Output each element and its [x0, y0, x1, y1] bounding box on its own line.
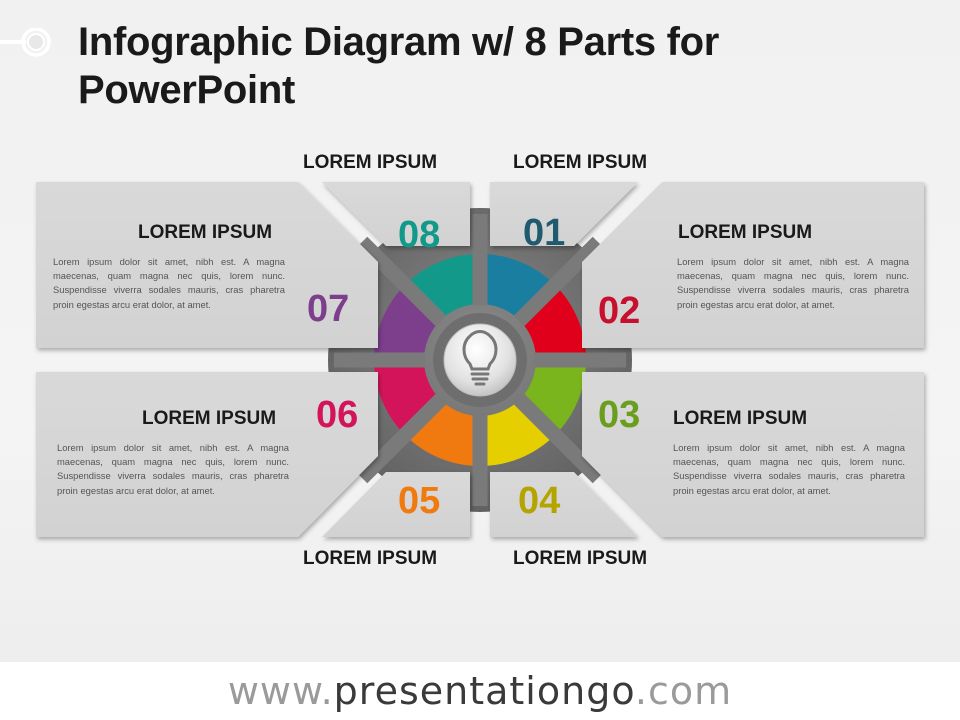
box-04: [490, 472, 638, 537]
footer-suffix: .com: [634, 669, 733, 713]
segment-04: [480, 399, 555, 467]
segment-07: [373, 285, 441, 360]
heading-06: LOREM IPSUM: [142, 408, 277, 429]
box-06: [36, 372, 378, 537]
number-03: 03: [598, 394, 641, 436]
number-05: 05: [398, 480, 441, 522]
label-04: LOREM IPSUM: [513, 548, 648, 569]
footer-prefix: www.: [227, 669, 334, 713]
number-06: 06: [316, 394, 359, 436]
segment-02: [519, 285, 586, 360]
segment-06: [373, 360, 441, 435]
heading-07: LOREM IPSUM: [138, 222, 273, 243]
number-02: 02: [598, 290, 641, 332]
segment-01: [480, 253, 555, 321]
footer-brand: presentationgo: [333, 669, 635, 713]
body-03: Lorem ipsum dolor sit amet, nibh est. A …: [673, 442, 905, 496]
box-03: [582, 372, 924, 537]
body-02: Lorem ipsum dolor sit amet, nibh est. A …: [677, 256, 909, 310]
box-01: [490, 182, 638, 246]
title-decoration-icon: [0, 28, 51, 57]
body-06: Lorem ipsum dolor sit amet, nibh est. A …: [57, 442, 289, 496]
label-08: LOREM IPSUM: [303, 152, 438, 173]
box-08: [322, 182, 470, 246]
box-07: [36, 182, 378, 348]
label-05: LOREM IPSUM: [303, 548, 438, 569]
label-01: LOREM IPSUM: [513, 152, 648, 173]
footer-url[interactable]: www.presentationgo.com: [0, 662, 960, 720]
spokes: [334, 214, 626, 506]
color-ring: [373, 253, 586, 467]
page-title: Infographic Diagram w/ 8 Parts for Power…: [78, 20, 720, 112]
segment-03: [519, 360, 586, 435]
lightbulb-icon: [462, 330, 498, 386]
box-05: [322, 472, 470, 537]
center-ball: [443, 323, 517, 397]
box-02: [582, 182, 924, 348]
heading-02: LOREM IPSUM: [678, 222, 813, 243]
segment-05: [405, 399, 480, 467]
eight-part-diagram: [36, 182, 924, 537]
number-01: 01: [523, 212, 566, 254]
body-07: Lorem ipsum dolor sit amet, nibh est. A …: [53, 256, 285, 310]
number-04: 04: [518, 480, 561, 522]
segment-08: [405, 253, 480, 321]
number-07: 07: [307, 288, 350, 330]
number-08: 08: [398, 214, 441, 256]
heading-03: LOREM IPSUM: [673, 408, 808, 429]
